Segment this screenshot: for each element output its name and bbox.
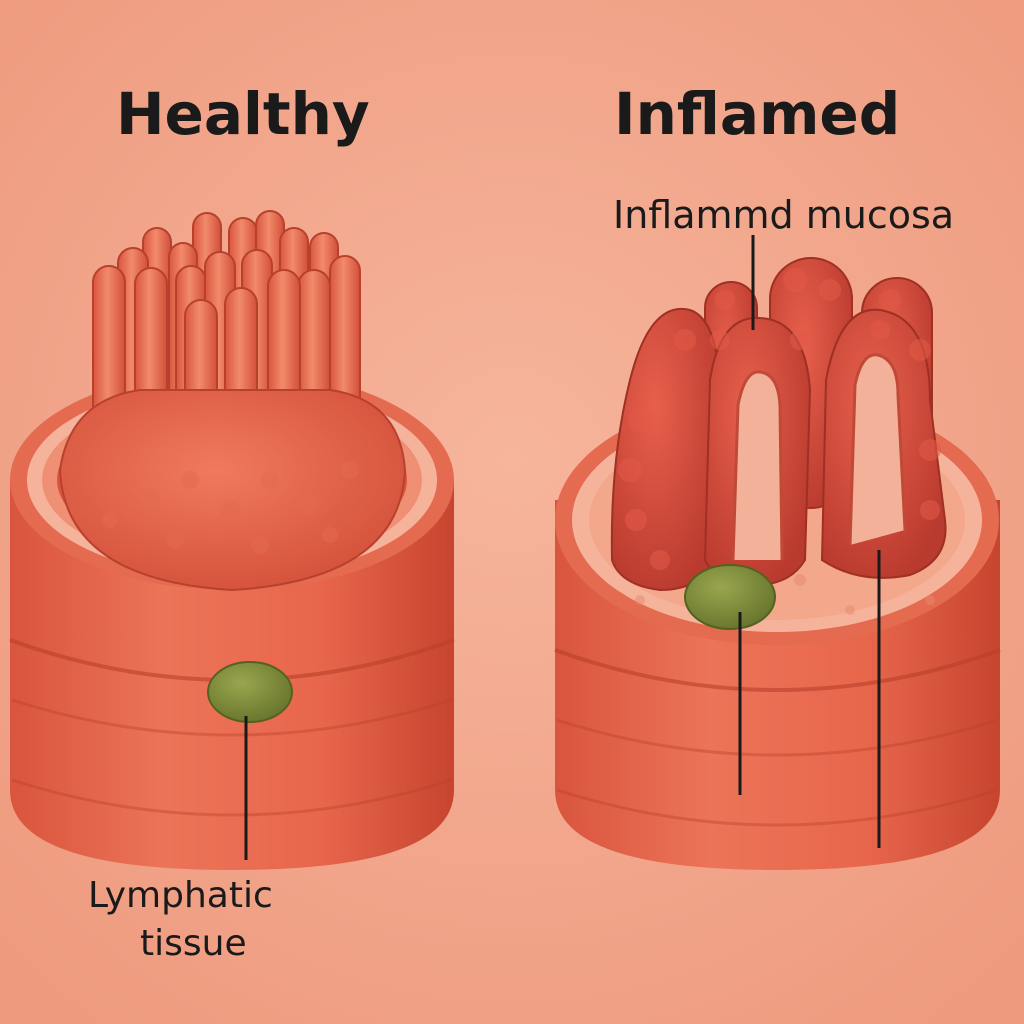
- inflamed-title: Inflamed: [614, 80, 901, 148]
- inflamed-folds: [610, 257, 947, 592]
- healthy-title: Healthy: [116, 80, 370, 148]
- healthy-lymphatic-tissue: [207, 661, 293, 723]
- inflamed-intestine-segment: [554, 235, 1001, 870]
- lymphatic-label-line1: Lymphatic: [88, 875, 273, 916]
- healthy-intestine-segment: [9, 210, 455, 870]
- inflamed-mucosa-label: Inflammd mucosa: [613, 193, 955, 237]
- healthy-mucosa-base: [58, 389, 407, 592]
- lymphatic-tissue-label: Lymphatic tissue: [88, 872, 273, 968]
- lymphatic-label-line2: tissue: [140, 923, 247, 964]
- inflamed-lymphatic-tissue: [684, 564, 776, 630]
